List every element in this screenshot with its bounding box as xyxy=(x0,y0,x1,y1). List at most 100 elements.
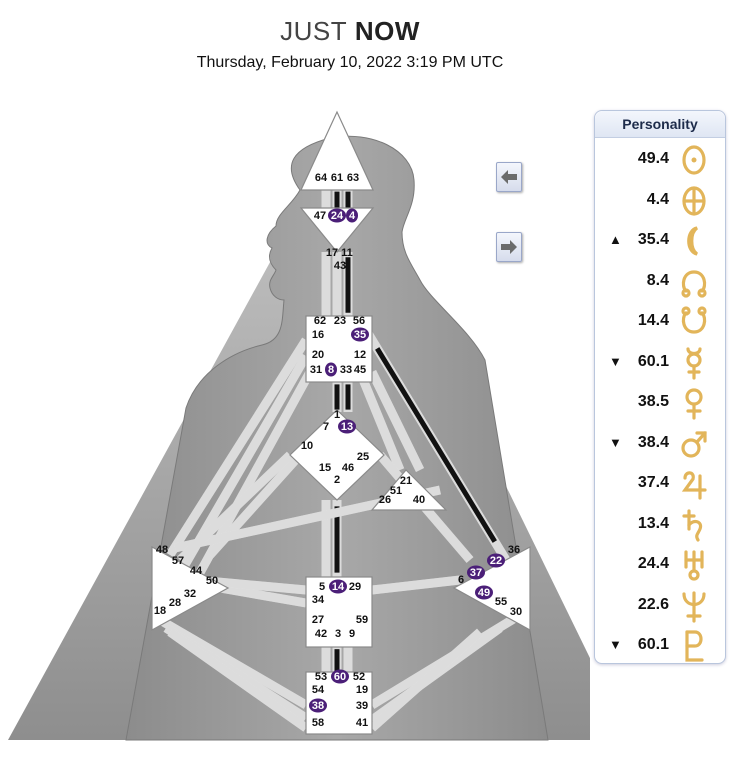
gate-50[interactable]: 50 xyxy=(206,575,218,587)
gate-29[interactable]: 29 xyxy=(349,581,361,593)
svg-text:50: 50 xyxy=(206,575,218,587)
gate-39[interactable]: 39 xyxy=(356,700,368,712)
gate-18[interactable]: 18 xyxy=(154,605,166,617)
svg-text:48: 48 xyxy=(156,544,168,556)
gate-56[interactable]: 56 xyxy=(353,315,365,327)
gate-23[interactable]: 23 xyxy=(334,315,346,327)
gate-24[interactable]: 24 xyxy=(328,208,346,223)
gate-36[interactable]: 36 xyxy=(508,544,520,556)
gate-13[interactable]: 13 xyxy=(338,419,356,434)
svg-text:14: 14 xyxy=(332,581,345,593)
gate-9[interactable]: 9 xyxy=(349,628,355,640)
svg-text:54: 54 xyxy=(312,684,325,696)
neptune-icon xyxy=(677,588,711,624)
gate-52[interactable]: 52 xyxy=(353,671,365,683)
gate-8[interactable]: 8 xyxy=(325,362,337,377)
svg-text:62: 62 xyxy=(314,315,326,327)
gate-58[interactable]: 58 xyxy=(312,717,324,729)
date-label: Thursday, February 10, 2022 3:19 PM UTC xyxy=(196,54,504,71)
uranus-icon xyxy=(677,547,711,583)
gate-line-value: 49.4 xyxy=(637,150,669,167)
next-button[interactable] xyxy=(496,232,522,262)
svg-text:24: 24 xyxy=(331,210,344,222)
gate-38[interactable]: 38 xyxy=(309,698,327,713)
gate-44[interactable]: 44 xyxy=(190,565,203,577)
gate-5[interactable]: 5 xyxy=(319,581,325,593)
gate-30[interactable]: 30 xyxy=(510,606,522,618)
gate-59[interactable]: 59 xyxy=(356,614,368,626)
mars-icon xyxy=(677,426,711,462)
gate-37[interactable]: 37 xyxy=(467,565,485,580)
gate-31[interactable]: 31 xyxy=(310,364,322,376)
gate-51[interactable]: 51 xyxy=(390,485,402,497)
gate-12[interactable]: 12 xyxy=(354,349,366,361)
svg-text:46: 46 xyxy=(342,462,354,474)
svg-text:11: 11 xyxy=(341,247,353,259)
planet-row-south-node: 14.4 xyxy=(595,303,725,341)
gate-7[interactable]: 7 xyxy=(323,421,329,433)
svg-text:32: 32 xyxy=(184,588,196,600)
gate-22[interactable]: 22 xyxy=(487,553,505,568)
gate-16[interactable]: 16 xyxy=(312,329,324,341)
gate-54[interactable]: 54 xyxy=(312,684,325,696)
gate-line-value: 37.4 xyxy=(637,474,669,491)
gate-line-value: 35.4 xyxy=(637,231,669,248)
svg-text:47: 47 xyxy=(314,210,326,222)
gate-35[interactable]: 35 xyxy=(351,327,369,342)
gate-10[interactable]: 10 xyxy=(301,440,313,452)
gate-60[interactable]: 60 xyxy=(331,669,349,684)
arrow-left-icon xyxy=(501,170,517,184)
gate-34[interactable]: 34 xyxy=(312,594,325,606)
head-center xyxy=(300,110,374,191)
gate-line-value: 24.4 xyxy=(637,555,669,572)
gate-17[interactable]: 17 xyxy=(326,247,338,259)
gate-55[interactable]: 55 xyxy=(495,596,507,608)
gate-49[interactable]: 49 xyxy=(475,585,493,600)
gate-1[interactable]: 1 xyxy=(334,409,340,421)
svg-text:15: 15 xyxy=(319,462,331,474)
gate-15[interactable]: 15 xyxy=(319,462,331,474)
svg-text:21: 21 xyxy=(400,475,412,487)
gate-47[interactable]: 47 xyxy=(314,210,326,222)
gate-2[interactable]: 2 xyxy=(334,474,340,486)
svg-text:1: 1 xyxy=(334,409,340,421)
svg-text:63: 63 xyxy=(347,172,359,184)
gate-62[interactable]: 62 xyxy=(314,315,326,327)
gate-63[interactable]: 63 xyxy=(347,172,359,184)
gate-42[interactable]: 42 xyxy=(315,628,327,640)
gate-26[interactable]: 26 xyxy=(379,494,391,506)
gate-3[interactable]: 3 xyxy=(335,628,341,640)
planet-row-sun: 49.4 xyxy=(595,141,725,179)
gate-25[interactable]: 25 xyxy=(357,451,369,463)
gate-40[interactable]: 40 xyxy=(413,494,425,506)
gate-43[interactable]: 43 xyxy=(334,260,346,272)
gate-20[interactable]: 20 xyxy=(312,349,324,361)
gate-41[interactable]: 41 xyxy=(356,717,368,729)
gate-27[interactable]: 27 xyxy=(312,614,324,626)
channels xyxy=(157,190,523,732)
svg-text:38: 38 xyxy=(312,700,324,712)
svg-text:60: 60 xyxy=(334,671,346,683)
gate-64[interactable]: 64 xyxy=(315,172,328,184)
gate-6[interactable]: 6 xyxy=(458,574,464,586)
gate-11[interactable]: 11 xyxy=(341,247,353,259)
gate-4[interactable]: 4 xyxy=(346,208,358,223)
gate-61[interactable]: 61 xyxy=(331,172,343,184)
gate-14[interactable]: 14 xyxy=(329,579,347,594)
svg-text:56: 56 xyxy=(353,315,365,327)
gate-45[interactable]: 45 xyxy=(354,364,366,376)
gate-57[interactable]: 57 xyxy=(172,555,184,567)
gate-19[interactable]: 19 xyxy=(356,684,368,696)
gate-48[interactable]: 48 xyxy=(156,544,168,556)
gate-32[interactable]: 32 xyxy=(184,588,196,600)
gate-line-value: 14.4 xyxy=(637,312,669,329)
gate-53[interactable]: 53 xyxy=(315,671,327,683)
svg-text:7: 7 xyxy=(323,421,329,433)
gate-21[interactable]: 21 xyxy=(400,475,412,487)
gate-28[interactable]: 28 xyxy=(169,597,181,609)
gate-46[interactable]: 46 xyxy=(342,462,354,474)
gate-33[interactable]: 33 xyxy=(340,364,352,376)
prev-button[interactable] xyxy=(496,162,522,192)
